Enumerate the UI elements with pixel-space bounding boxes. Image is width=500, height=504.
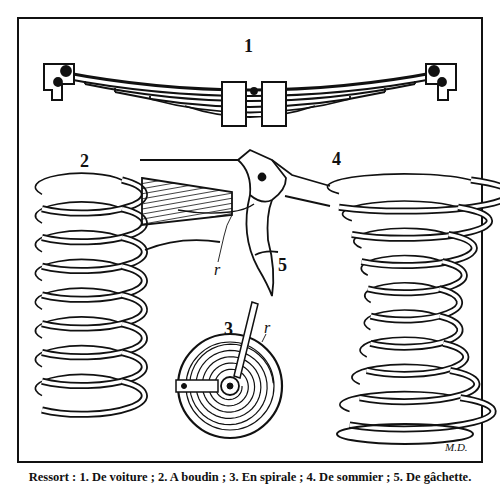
leaf-spring — [44, 64, 456, 126]
trigger-mechanism — [140, 150, 330, 296]
callout-number: 5 — [278, 256, 287, 274]
spiral-spring — [176, 302, 282, 438]
part-letter: r — [214, 262, 220, 278]
callout-number: 2 — [80, 152, 89, 170]
callout-number: 3 — [224, 320, 233, 338]
figure-caption: Ressort : 1. De voiture ; 2. A boudin ; … — [20, 470, 480, 486]
helical-spring — [35, 173, 144, 414]
part-letter: r — [264, 320, 270, 336]
mattress-spring — [327, 174, 500, 444]
callout-number: 4 — [332, 150, 341, 168]
callout-number: 1 — [244, 37, 253, 55]
signature: M.D. — [445, 442, 468, 453]
